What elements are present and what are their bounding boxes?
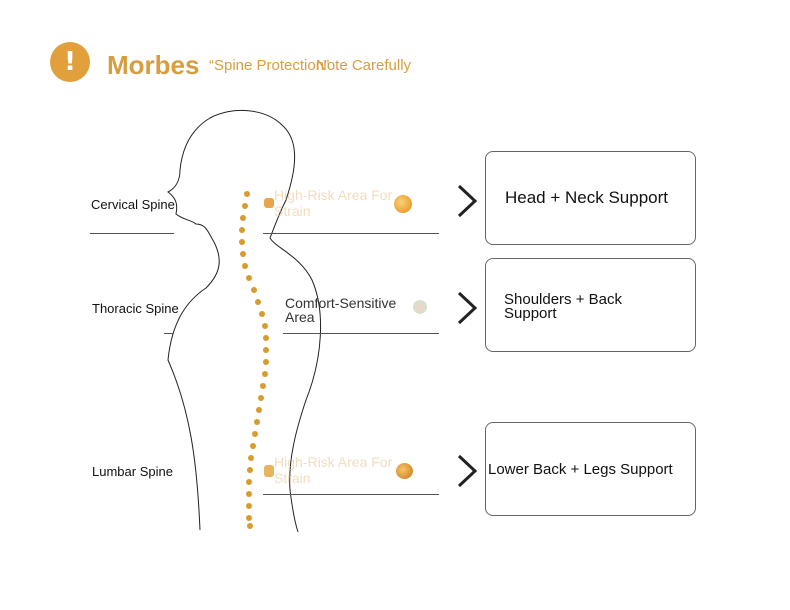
support-lower-back-legs: Lower Back + Legs Support xyxy=(488,461,673,478)
exclamation-icon: ! xyxy=(50,42,90,82)
zone-text-thoracic: Comfort-Sensitive Area xyxy=(285,295,397,325)
support-box-shoulders-back xyxy=(485,258,696,352)
support-box-lower-back-legs xyxy=(485,422,696,516)
chevron-right-icon xyxy=(457,184,478,218)
support-head-neck: Head + Neck Support xyxy=(505,188,669,207)
chevron-right-icon xyxy=(457,454,478,488)
zone-text-cervical: High-Risk Area For Strain xyxy=(274,187,393,219)
label-thoracic-spine: Thoracic Spine xyxy=(92,301,179,316)
silhouette-outline xyxy=(167,109,322,533)
underline-cervical-left xyxy=(90,233,174,234)
zone-text-lumbar: High-Risk Area For Strain xyxy=(274,454,393,486)
tagline-spine-protection: “Spine Protection” xyxy=(209,57,330,74)
underline-thoracic-left xyxy=(164,333,173,334)
support-shoulders-back: Shoulders + Back Support xyxy=(504,291,622,322)
tagline-note-carefully: Note Carefully xyxy=(316,57,412,74)
warning-orb-icon xyxy=(264,465,274,477)
header: ! Morbes “Spine Protection” Note Careful… xyxy=(50,42,470,86)
brand-name: Morbes xyxy=(107,50,200,80)
label-lumbar-spine: Lumbar Spine xyxy=(92,464,173,479)
warning-orb-icon xyxy=(396,463,413,479)
chevron-right-icon xyxy=(457,291,478,325)
spine-dots xyxy=(239,191,269,529)
underline-thoracic xyxy=(283,333,439,334)
comfort-icon xyxy=(413,300,427,314)
warning-orb-icon xyxy=(264,198,274,208)
underline-cervical xyxy=(263,233,439,234)
label-cervical-spine: Cervical Spine xyxy=(91,197,175,212)
underline-lumbar xyxy=(263,494,439,495)
support-box-head-neck xyxy=(485,151,696,245)
warning-orb-icon xyxy=(394,195,412,213)
